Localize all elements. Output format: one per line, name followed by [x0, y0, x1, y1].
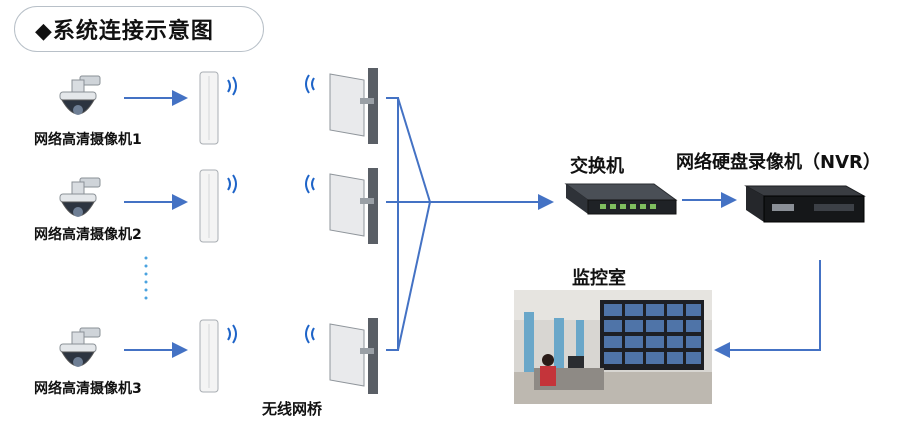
- ellipsis-dots: [144, 256, 148, 300]
- bridge-label: 无线网桥: [262, 400, 323, 418]
- bridge-receiver-icon: [305, 318, 378, 394]
- bridge-transmitter-icon: [199, 71, 237, 145]
- bridge-transmitter-icon: [199, 319, 237, 393]
- diagram-title: ◆系统连接示意图: [35, 19, 214, 44]
- nvr-label: 网络硬盘录像机（NVR）: [676, 152, 881, 173]
- fan-top: [397, 97, 431, 203]
- camera-label-2: 网络高清摄像机2: [34, 227, 142, 243]
- control-room-label: 监控室: [572, 268, 626, 289]
- dome-camera-icon: [59, 327, 101, 367]
- camera-label-1: 网络高清摄像机1: [34, 132, 142, 148]
- nvr-recorder-icon: [744, 185, 866, 223]
- network-switch-icon: [564, 183, 678, 215]
- control-room-photo: [514, 290, 712, 404]
- bridge-receiver-icon: [305, 68, 378, 144]
- nvr-to-room-link: [714, 260, 821, 358]
- camera-label-3: 网络高清摄像机3: [34, 381, 142, 397]
- dome-camera-icon: [59, 75, 101, 115]
- bridge-receiver-icon: [305, 168, 378, 244]
- fan-bottom: [397, 201, 431, 351]
- bridge-trunk: [386, 97, 399, 351]
- dome-camera-icon: [59, 177, 101, 217]
- switch-label: 交换机: [570, 156, 624, 177]
- bridge-transmitter-icon: [199, 169, 237, 243]
- diagram-title-box: ◆系统连接示意图: [14, 6, 264, 52]
